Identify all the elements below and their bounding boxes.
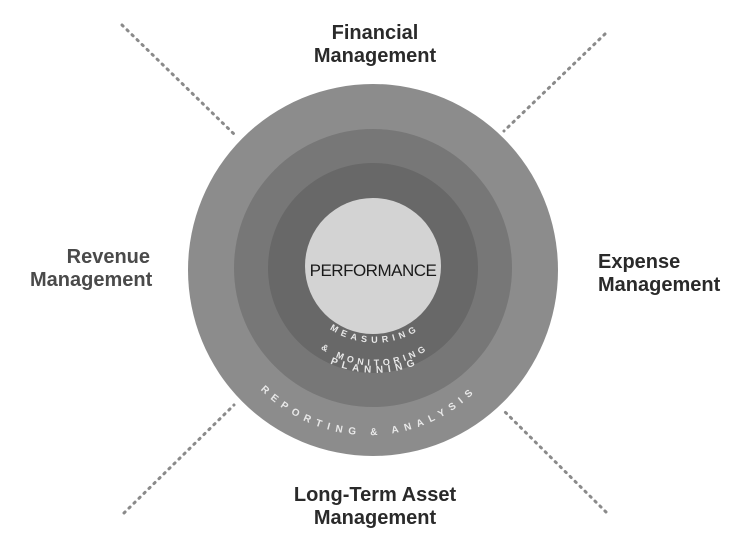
- expense-management-label: Expense Management: [598, 251, 738, 297]
- financial-management-label: Financial Management: [300, 22, 450, 68]
- dotted-connector-top-right: [502, 32, 607, 133]
- financial-management-line2: Management: [313, 45, 437, 67]
- dotted-connector-bottom-right: [501, 408, 608, 514]
- revenue-management-line2: Management: [30, 269, 153, 291]
- dotted-connector-top-left: [120, 23, 238, 138]
- ring-performance-core: [305, 198, 441, 334]
- revenue-management-label: Revenue Management: [30, 246, 153, 292]
- long-term-asset-management-label: Long-Term Asset Management: [265, 484, 485, 530]
- dotted-connector-bottom-left: [122, 403, 236, 515]
- revenue-management-line1: Revenue: [66, 246, 150, 268]
- financial-management-line1: Financial: [331, 22, 419, 44]
- performance-label: PERFORMANCE: [310, 261, 437, 280]
- long-term-asset-management-line2: Management: [313, 507, 437, 529]
- long-term-asset-management-line1: Long-Term Asset: [293, 484, 457, 506]
- expense-management-line1: Expense: [598, 251, 681, 273]
- expense-management-line2: Management: [598, 274, 721, 296]
